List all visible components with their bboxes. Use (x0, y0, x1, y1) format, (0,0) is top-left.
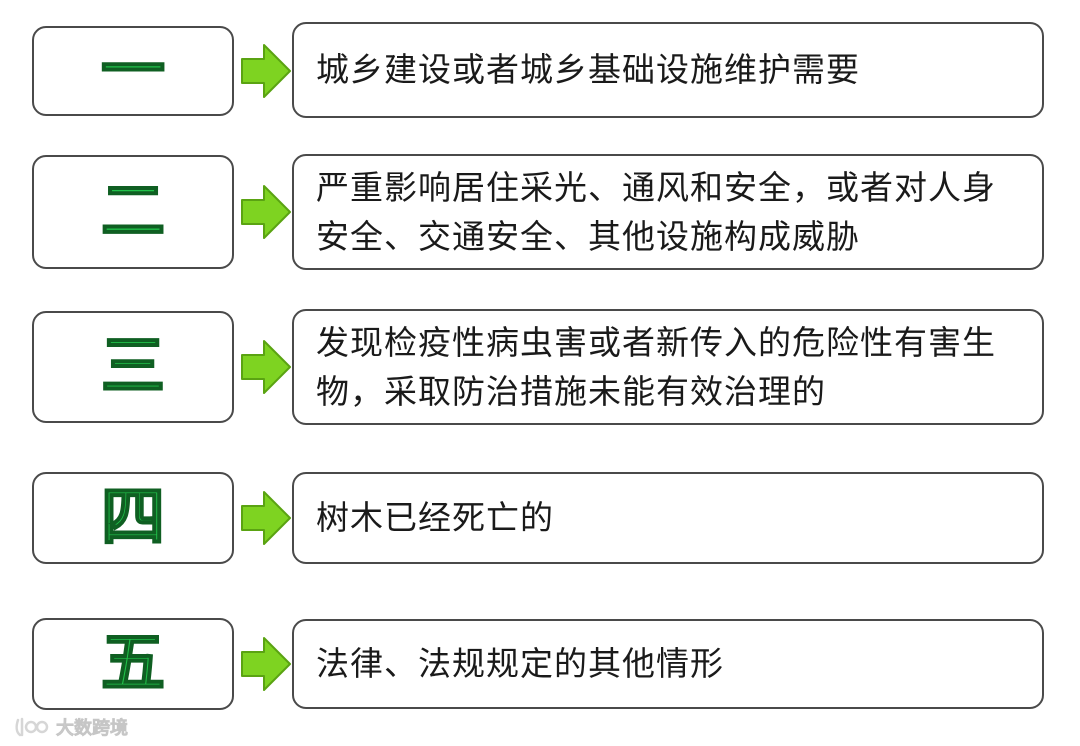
row-text: 城乡建设或者城乡基础设施维护需要 (316, 50, 860, 90)
description-box: 发现检疫性病虫害或者新传入的危险性有害生物，采取防治措施未能有效治理的 (292, 309, 1044, 425)
row-number: 五 (100, 627, 166, 701)
description-box: 树木已经死亡的 (292, 472, 1044, 564)
arrow-right-icon (241, 491, 291, 545)
number-box: 一 (32, 26, 234, 116)
row-number: 一 (100, 34, 166, 108)
description-box: 城乡建设或者城乡基础设施维护需要 (292, 22, 1044, 118)
watermark-logo-icon (15, 717, 49, 737)
arrow-right-icon (241, 185, 291, 239)
row-number: 二 (100, 175, 166, 249)
row-text: 法律、法规规定的其他情形 (316, 644, 724, 684)
row-number: 四 (100, 481, 166, 555)
watermark: 大数跨境 (14, 714, 128, 740)
number-box: 二 (32, 155, 234, 269)
arrow-right-icon (241, 340, 291, 394)
number-box: 五 (32, 618, 234, 710)
row-text: 发现检疫性病虫害或者新传入的危险性有害生物，采取防治措施未能有效治理的 (316, 322, 996, 412)
row-text: 严重影响居住采光、通风和安全，或者对人身安全、交通安全、其他设施构成威胁 (316, 167, 996, 257)
description-box: 严重影响居住采光、通风和安全，或者对人身安全、交通安全、其他设施构成威胁 (292, 154, 1044, 270)
row-number: 三 (100, 330, 166, 404)
row-text: 树木已经死亡的 (316, 498, 554, 538)
watermark-text: 大数跨境 (56, 718, 129, 740)
number-box: 四 (32, 472, 234, 564)
number-box: 三 (32, 311, 234, 423)
arrow-right-icon (241, 637, 291, 691)
arrow-right-icon (241, 44, 291, 98)
description-box: 法律、法规规定的其他情形 (292, 619, 1044, 709)
